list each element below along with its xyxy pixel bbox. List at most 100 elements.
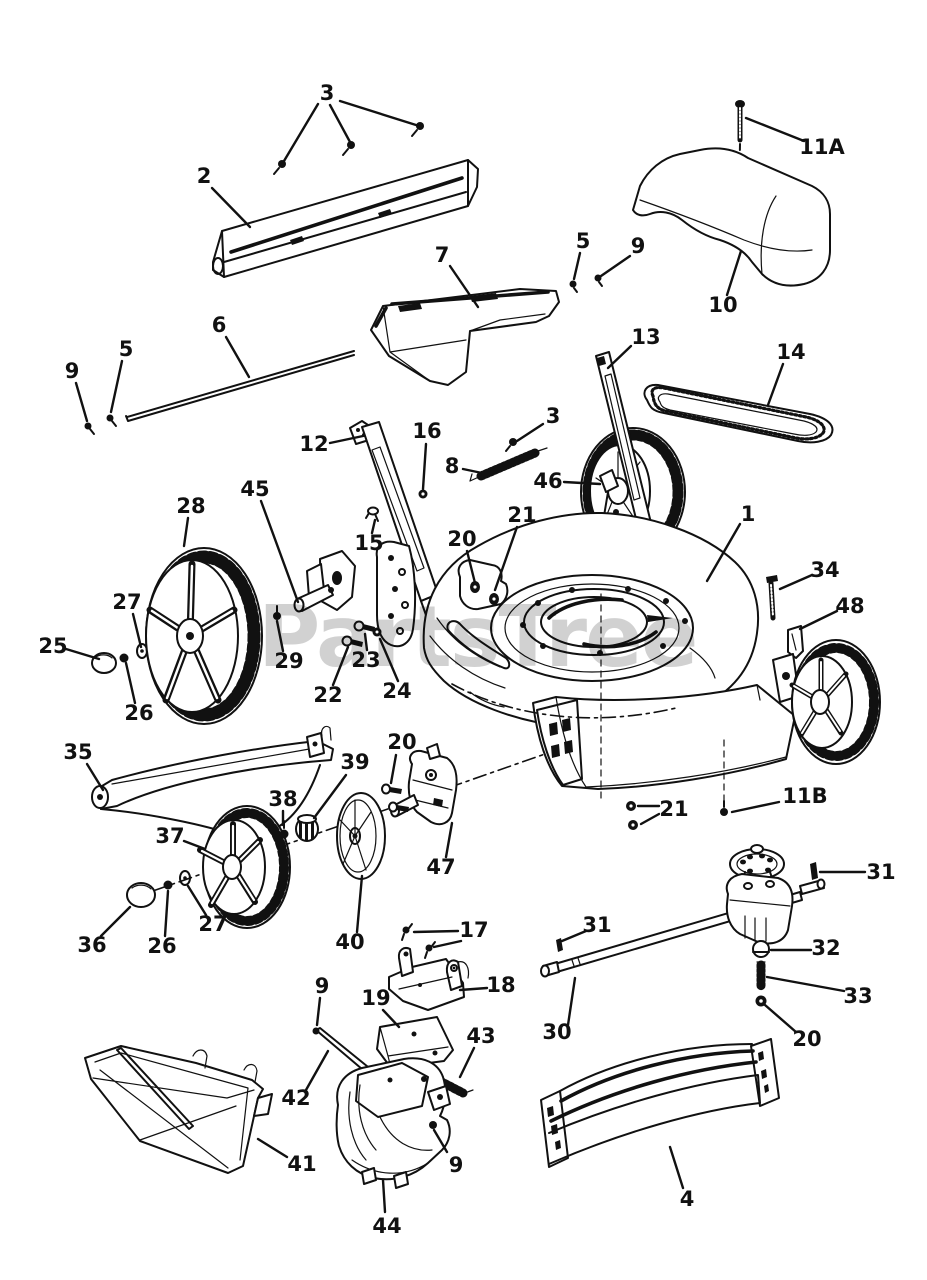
leader-line-42 [304,1049,330,1092]
leader-line-30 [566,976,577,1027]
part-28-wheel [145,547,263,725]
part-label-11A: 11A [799,135,845,159]
watermark: PartsTree [258,588,696,687]
leader-line-31 [560,929,588,943]
gearbox-body [725,873,794,945]
part-label-35: 35 [63,740,92,764]
part-label-14: 14 [776,340,805,364]
leader-line-20 [763,1003,798,1034]
part-label-28: 28 [176,494,205,518]
part-label-13: 13 [631,325,660,349]
leader-line-9 [74,381,89,423]
part-14-belt [643,383,834,444]
leader-line-45 [259,499,300,604]
leader-line-44 [381,1178,387,1214]
leader-line-24 [378,637,400,683]
part-21-bolts [626,801,638,830]
leader-line-6 [224,335,251,379]
part-label-21: 21 [507,503,536,527]
leader-line-39 [312,773,348,820]
leader-line-40 [355,874,364,934]
part-label-32: 32 [811,936,840,960]
part-label-29: 29 [274,649,303,673]
part-3-screws [273,122,424,175]
leader-line-36 [99,905,132,938]
part-1-deck [422,511,796,807]
part-label-30: 30 [542,1020,571,1044]
part-20-bolts-left [381,783,409,813]
leader-line-20 [389,753,398,785]
leader-line-18 [458,986,489,992]
leader-line-34 [778,573,814,591]
leader-line-3 [338,99,418,127]
part-label-43: 43 [466,1024,495,1048]
part-44-housing [335,1057,451,1189]
part-6-rod [125,350,355,422]
part-label-7: 7 [435,243,450,267]
part-19-plate [376,1016,454,1069]
leader-line-14 [766,362,785,407]
part-label-21: 21 [659,797,688,821]
leader-line-21 [639,812,661,826]
part-label-25: 25 [38,634,67,658]
part-label-4: 4 [680,1187,695,1211]
leader-line-4 [668,1145,685,1190]
part-label-5: 5 [119,337,134,361]
part-label-34: 34 [810,558,839,582]
part-label-27: 27 [112,590,141,614]
leader-line-15 [370,518,377,535]
part-label-9: 9 [315,974,330,998]
part-label-18: 18 [486,973,515,997]
part-20-21-bracket [457,559,509,611]
part-22-bolt [341,635,363,647]
part-10-belt-cover [632,147,831,287]
part-label-20: 20 [447,527,476,551]
part-45-spindle [293,550,356,613]
rear-right-wheel [772,639,881,765]
leader-line-22 [331,645,350,687]
part-18-bracket [388,947,470,1011]
part-label-20: 20 [792,1027,821,1051]
leader-line-17 [432,939,463,949]
leader-line-9 [315,996,322,1027]
part-label-8: 8 [445,454,460,478]
part-5-9-screws-mid [569,274,603,293]
part-11b-bolt [720,800,728,816]
part-label-11B: 11B [782,784,827,808]
part-32-washer [752,940,770,958]
part-label-1: 1 [741,502,756,526]
part-3-screw-mid [505,438,517,452]
part-2-scraper-bar [212,159,479,278]
part-label-3: 3 [320,81,335,105]
leader-line-12 [328,434,365,445]
leader-line-8 [461,467,484,475]
part-label-12: 12 [299,432,328,456]
leader-line-5 [109,359,124,414]
leader-line-35 [85,762,105,792]
part-4-baffle [540,1038,780,1168]
part-label-15: 15 [354,531,383,555]
part-label-31: 31 [866,860,895,884]
leader-line-17 [412,929,460,934]
part-24-mount-plate [375,540,417,648]
part-label-45: 45 [240,477,269,501]
part-label-22: 22 [313,683,342,707]
part-8-spring [469,447,548,482]
part-24-nut [372,627,382,637]
part-label-24: 24 [382,679,411,703]
gearbox-assembly [540,844,826,1007]
part-label-10: 10 [708,293,737,317]
part-15-bolt [365,506,379,522]
part-label-20: 20 [387,730,416,754]
part-label-31: 31 [582,913,611,937]
leader-line-11A [744,116,806,143]
part-label-33: 33 [843,984,872,1008]
part-35-deflector [91,725,334,837]
part-23-bolt [353,620,375,632]
part-label-42: 42 [281,1086,310,1110]
leader-line-9 [599,254,632,278]
part-label-26: 26 [147,934,176,958]
part-26-nut-lower [163,880,173,890]
